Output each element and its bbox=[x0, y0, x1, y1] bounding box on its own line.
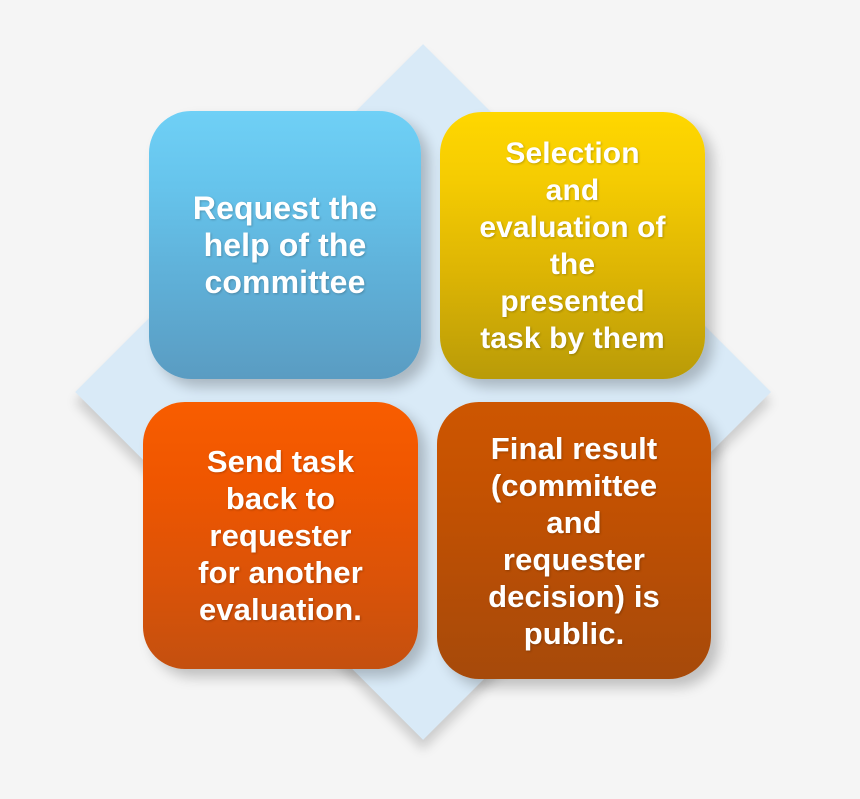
process-tile-request-help[interactable]: Request the help of the committee bbox=[149, 111, 421, 379]
process-tile-final-result-label: Final result (committee and requester de… bbox=[488, 430, 660, 651]
process-tile-selection-evaluation[interactable]: Selection and evaluation of the presente… bbox=[440, 112, 705, 379]
process-tile-request-help-label: Request the help of the committee bbox=[192, 189, 378, 300]
process-tile-final-result[interactable]: Final result (committee and requester de… bbox=[437, 402, 711, 679]
process-tile-selection-evaluation-label: Selection and evaluation of the presente… bbox=[479, 136, 666, 355]
process-tile-send-task-back-label: Send task back to requester for another … bbox=[198, 444, 363, 627]
process-tile-send-task-back[interactable]: Send task back to requester for another … bbox=[143, 402, 418, 669]
